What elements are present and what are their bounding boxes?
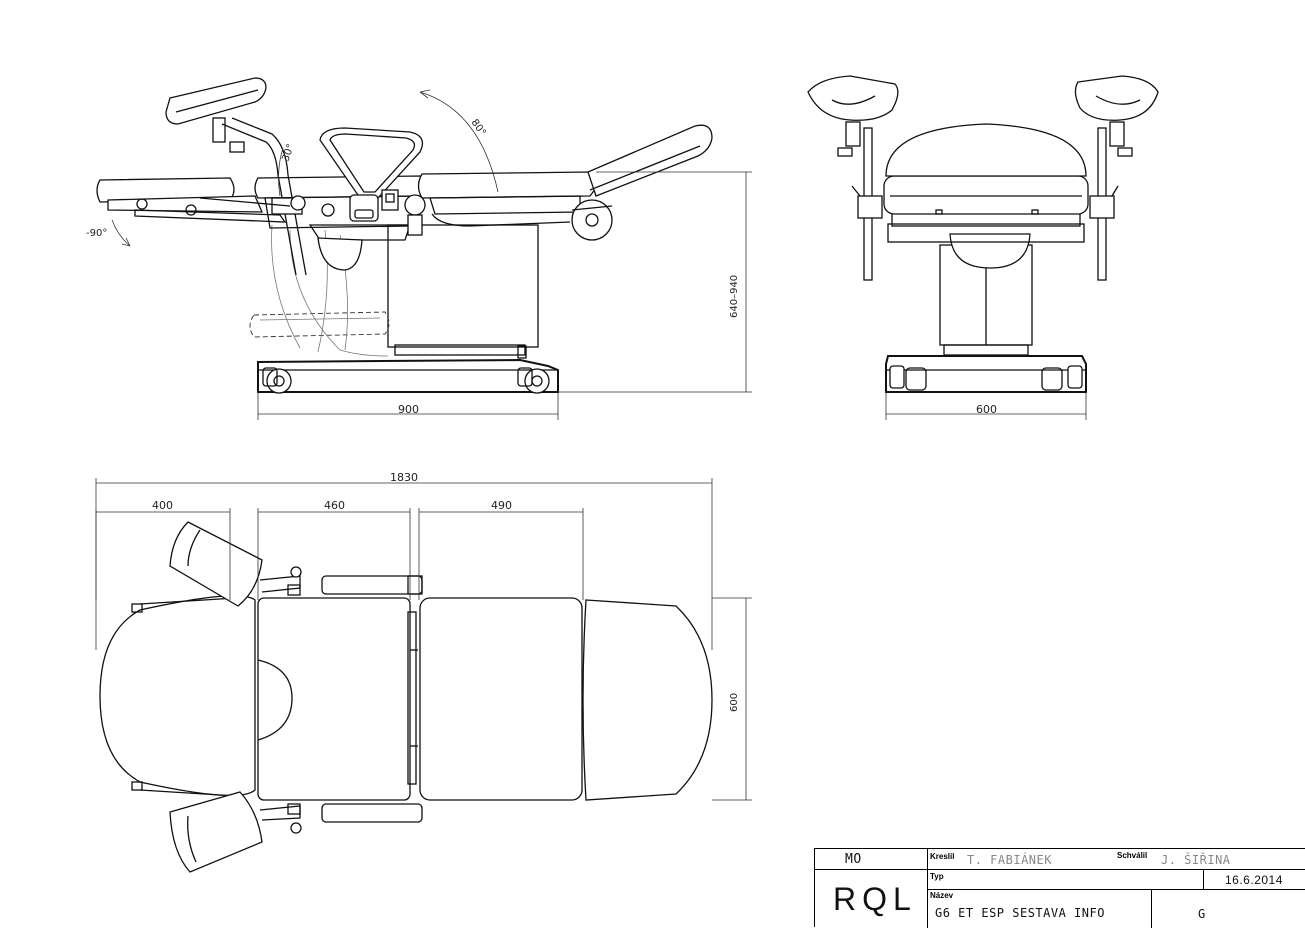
top-width-dim: 600	[729, 693, 740, 712]
title-block: MO RQL Kreslil T. FABIÁNEK Schválil J. Š…	[814, 848, 1305, 928]
name-value: G6 ET ESP SESTAVA INFO	[935, 906, 1105, 920]
side-height-dim: 640–940	[729, 275, 740, 318]
side-length-dim: 900	[398, 403, 419, 416]
mo-cell: MO	[845, 852, 862, 867]
top-seg1-dim: 400	[152, 499, 173, 512]
top-view	[95, 478, 752, 873]
front-view	[807, 75, 1159, 420]
rql-logo: RQL	[833, 881, 917, 917]
front-width-dim: 600	[976, 403, 997, 416]
revision-value: G	[1198, 907, 1206, 921]
checked-by-label: Schválil	[1117, 851, 1148, 860]
name-label: Název	[930, 891, 954, 900]
top-seg2-dim: 460	[324, 499, 345, 512]
top-seg3-dim: 490	[491, 499, 512, 512]
date-value: 16.6.2014	[1225, 873, 1283, 887]
legrest-angle-label: -90°	[86, 228, 107, 239]
backrest-angle-label: 80°	[469, 117, 488, 138]
drawn-by-value: T. FABIÁNEK	[967, 853, 1052, 867]
side-view	[96, 77, 752, 420]
type-label: Typ	[930, 872, 944, 881]
drawn-by-label: Kreslil	[930, 852, 955, 861]
top-total-dim: 1830	[390, 471, 418, 484]
leg-support-angle-label: 30°	[280, 143, 296, 163]
checked-by-value: J. ŠIŘINA	[1161, 853, 1231, 867]
